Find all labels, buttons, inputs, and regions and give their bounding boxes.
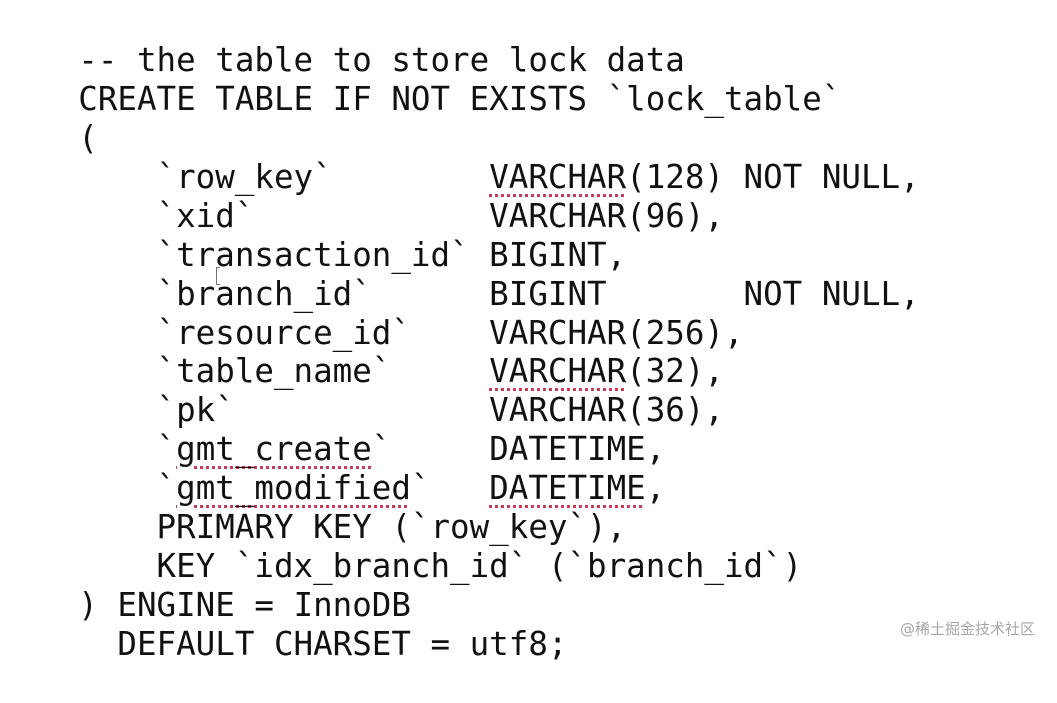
i-beam-cursor-icon bbox=[216, 267, 220, 285]
code-line-charset: DEFAULT CHARSET = utf8; bbox=[0, 586, 567, 663]
spelling-error-token: VARCHAR bbox=[489, 352, 627, 390]
watermark: @稀土掘金技术社区 bbox=[899, 620, 1035, 638]
code-token: `pk` VARCHAR(36), bbox=[78, 391, 724, 429]
code-line-table-name: `table_name` VARCHAR(32), bbox=[0, 313, 724, 390]
code-token: `xid` VARCHAR(96), bbox=[78, 197, 724, 235]
code-token: (32), bbox=[626, 352, 724, 390]
spelling-error-token: gmt_create bbox=[176, 430, 372, 468]
code-token: KEY `idx_branch_id` (`branch_id`) bbox=[78, 547, 803, 585]
code-line-primary-key: PRIMARY KEY (`row_key`), bbox=[0, 469, 627, 546]
spelling-error-token: VARCHAR bbox=[489, 158, 627, 196]
code-token: ` bbox=[78, 430, 177, 468]
code-line-branch-id: `branch_id` BIGINT NOT NULL, bbox=[0, 236, 920, 313]
code-line-comment: -- the table to store lock data bbox=[0, 2, 685, 79]
code-line-gmt-create: `gmt_create` DATETIME, bbox=[0, 391, 666, 468]
code-token: ` bbox=[410, 469, 490, 507]
code-token: ( bbox=[78, 119, 98, 157]
code-line-engine: ) ENGINE = InnoDB bbox=[0, 547, 411, 624]
code-line-row-key: `row_key` VARCHAR(128) NOT NULL, bbox=[0, 119, 920, 196]
code-token: `table_name` bbox=[78, 352, 490, 390]
code-editor[interactable]: -- the table to store lock data CREATE T… bbox=[0, 0, 1057, 663]
code-token: `resource_id` VARCHAR(256), bbox=[78, 314, 744, 352]
code-token: `branch_id` BIGINT NOT NULL, bbox=[78, 275, 920, 313]
code-line-xid: `xid` VARCHAR(96), bbox=[0, 158, 724, 235]
code-token: `row_key` bbox=[78, 158, 490, 196]
code-line-pk: `pk` VARCHAR(36), bbox=[0, 352, 724, 429]
code-line-gmt-modified: `gmt_modified` DATETIME, bbox=[0, 430, 666, 507]
code-token: DEFAULT CHARSET = utf8; bbox=[78, 625, 568, 663]
code-token: -- the table to store lock data bbox=[78, 41, 685, 79]
spelling-error-token: DATETIME bbox=[489, 469, 646, 507]
code-line-resource-id: `resource_id` VARCHAR(256), bbox=[0, 275, 744, 352]
code-token: (128) NOT NULL, bbox=[626, 158, 920, 196]
code-token: `transaction_id` BIGINT, bbox=[78, 236, 627, 274]
code-line-key-idx: KEY `idx_branch_id` (`branch_id`) bbox=[0, 508, 803, 585]
code-line-transaction-id: `transaction_id` BIGINT, bbox=[0, 197, 627, 274]
spelling-error-token: gmt_modified bbox=[176, 469, 411, 507]
code-token: PRIMARY KEY (`row_key`), bbox=[78, 508, 627, 546]
code-token: , bbox=[645, 469, 666, 507]
code-token: ` DATETIME, bbox=[371, 430, 666, 468]
code-line-create-table: CREATE TABLE IF NOT EXISTS `lock_table` bbox=[0, 41, 841, 118]
code-token: ) ENGINE = InnoDB bbox=[78, 586, 411, 624]
code-token: ` bbox=[78, 469, 177, 507]
code-token: CREATE TABLE IF NOT EXISTS `lock_table` bbox=[78, 80, 842, 118]
code-line-open-paren: ( bbox=[0, 80, 98, 157]
